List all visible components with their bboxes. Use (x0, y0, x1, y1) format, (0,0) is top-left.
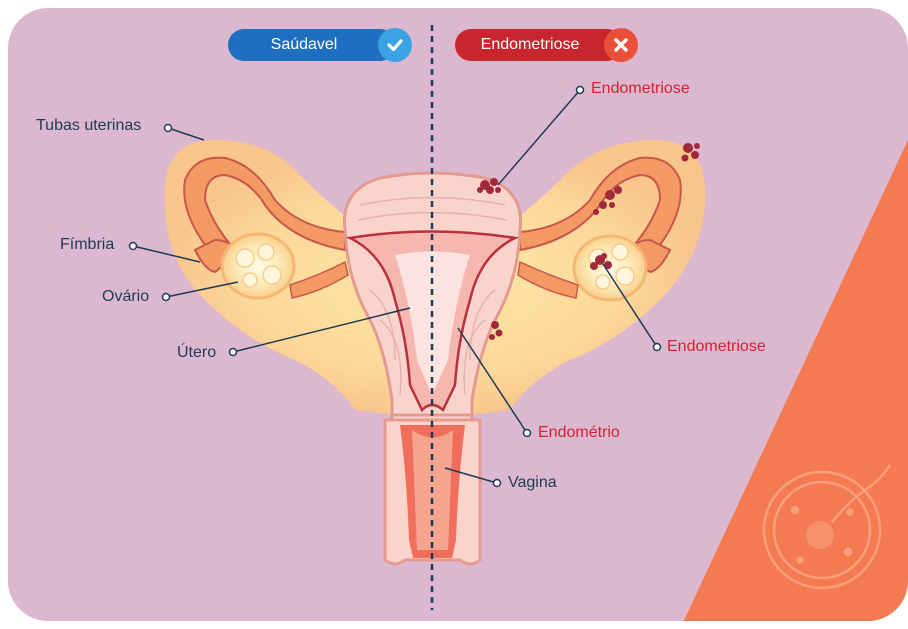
egg-cell-watermark (762, 464, 892, 590)
left-ovary-follicles (235, 243, 282, 288)
label-endometriose-top: Endometriose (591, 80, 690, 97)
leader-dots (128, 85, 662, 488)
right-ligament (517, 260, 579, 299)
label-endometrio: Endométrio (538, 424, 620, 441)
healthy-pill: Saúdavel (228, 29, 396, 61)
label-utero: Útero (177, 344, 217, 361)
healthy-label: Saúdavel (270, 36, 338, 53)
disease-pill: Endometriose (455, 29, 623, 61)
label-tubas-uterinas: Tubas uterinas (36, 117, 142, 134)
check-icon (378, 28, 412, 62)
left-ligament (289, 260, 349, 299)
disease-label: Endometriose (480, 36, 580, 53)
x-icon (604, 28, 638, 62)
corner-triangle (680, 140, 908, 621)
leader-lines (132, 89, 658, 484)
label-ovario: Ovário (102, 288, 150, 305)
label-vagina: Vagina (508, 474, 557, 491)
endometriosis-lesions (477, 143, 700, 340)
label-fimbria: Fímbria (60, 236, 115, 253)
label-endometriose-right: Endometriose (667, 338, 766, 355)
left-ovary (220, 232, 296, 300)
